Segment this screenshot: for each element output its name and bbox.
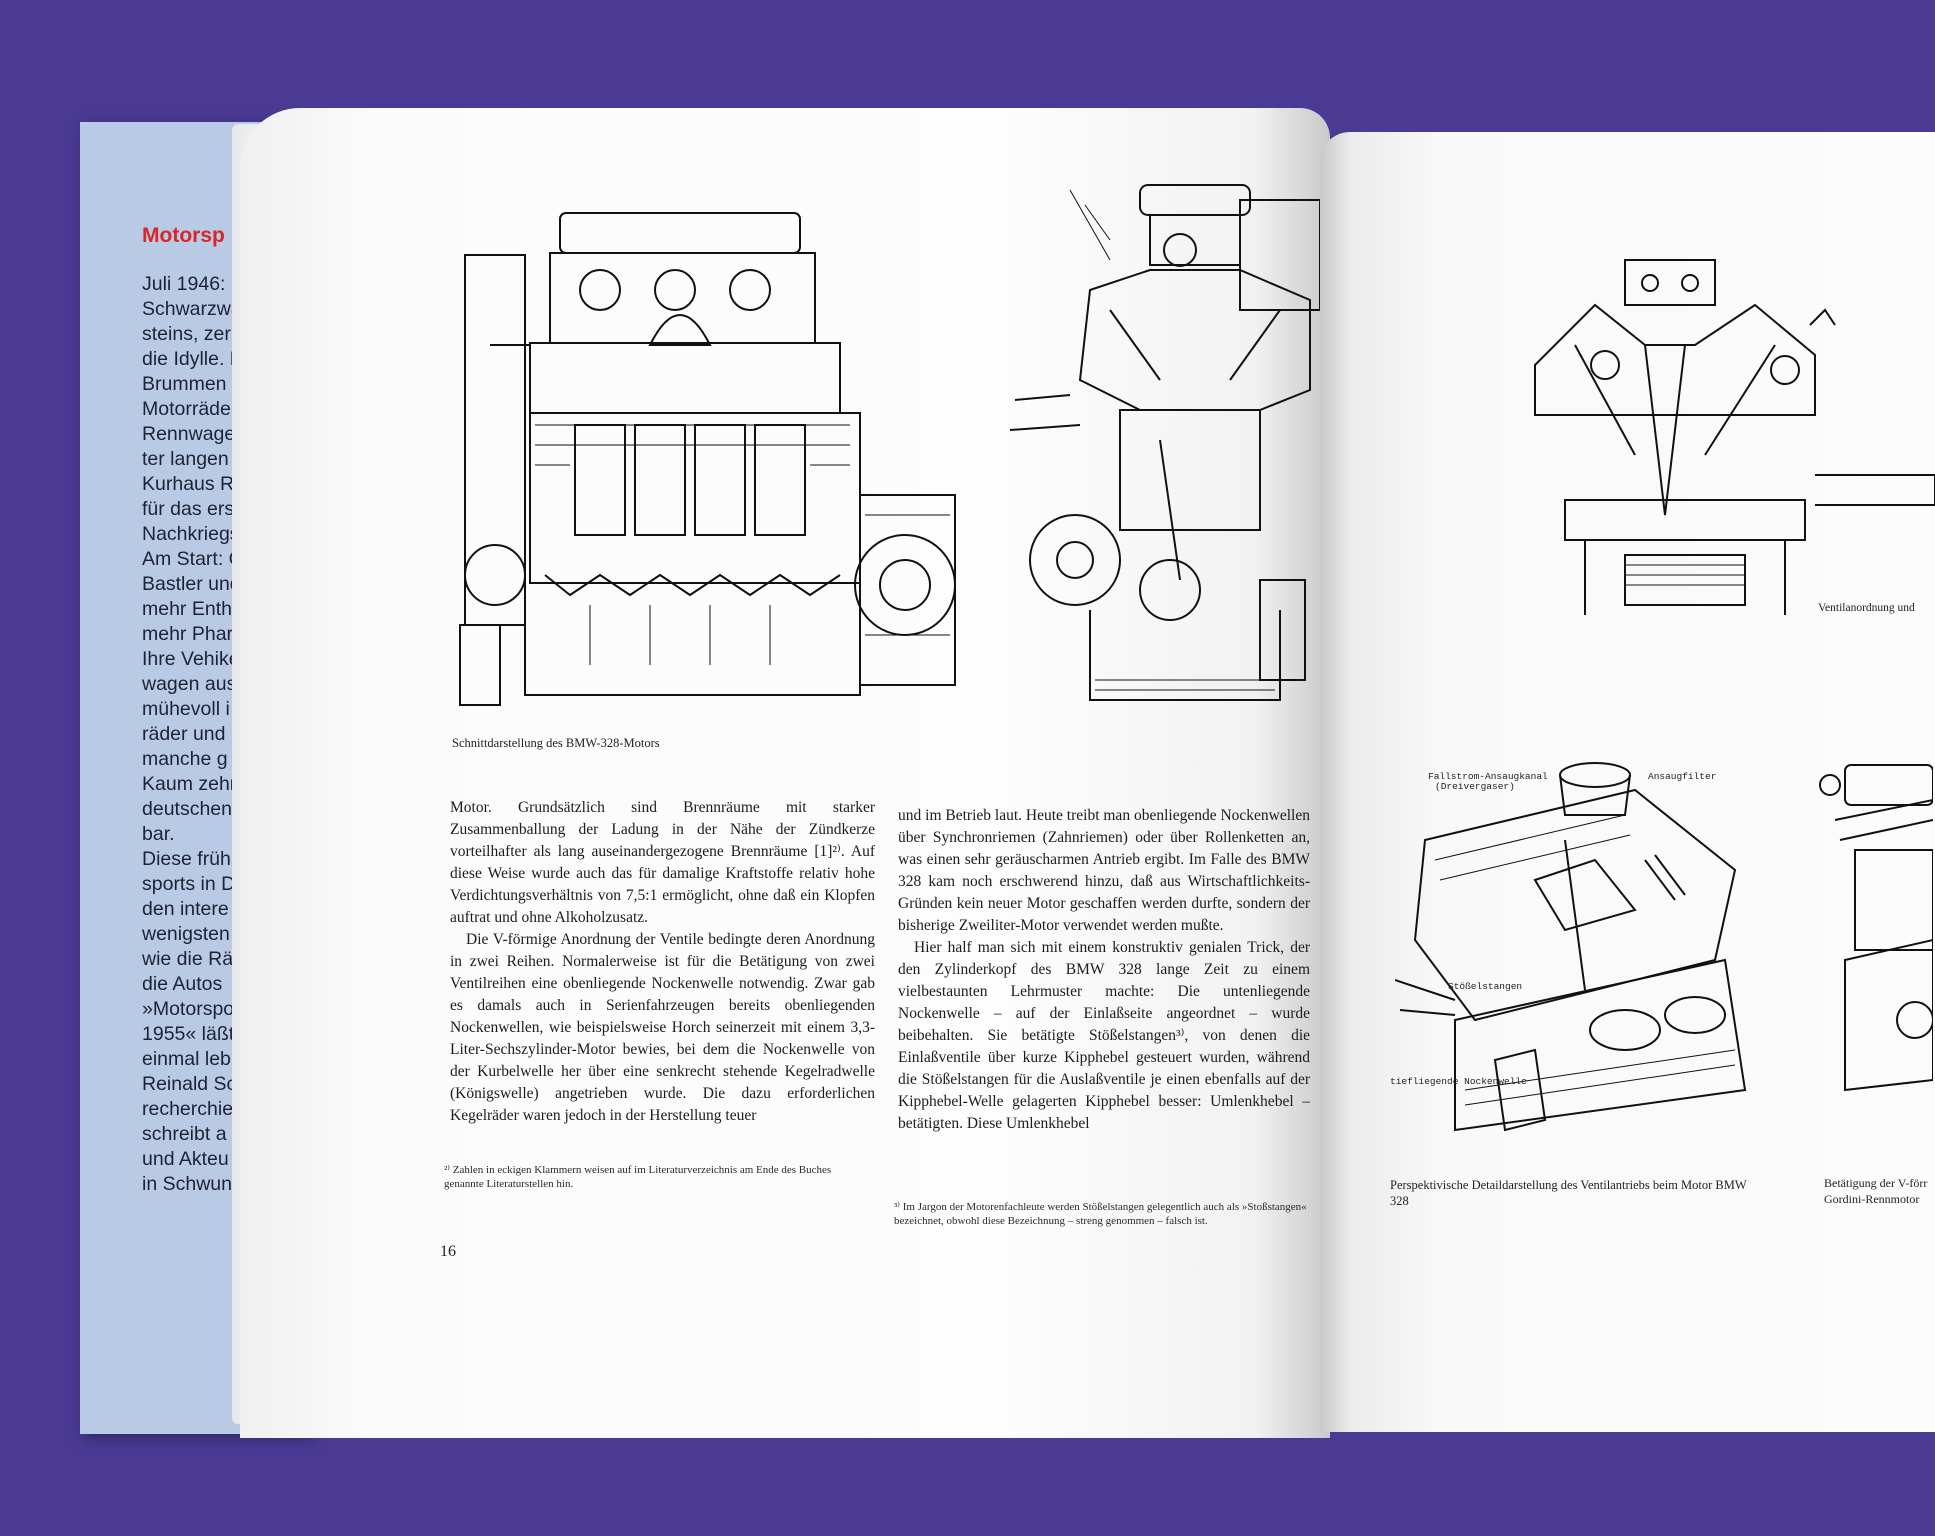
paragraph: Die V-förmige Anordnung der Ventile bedi… — [450, 931, 875, 1124]
background-book-line: Brummen l — [142, 373, 237, 395]
label-camshaft: tiefliegende Nockenwelle — [1390, 1076, 1527, 1087]
footnote-2: ²⁾ Zahlen in eckigen Klammern weisen auf… — [444, 1164, 832, 1190]
background-book-line: wagen aus — [142, 673, 237, 695]
background-book-line: Bastler und — [142, 573, 241, 595]
text-column-1: Motor. Grundsätzlich sind Brennräume mit… — [450, 797, 875, 1127]
background-book-line: einmal leb — [142, 1048, 231, 1070]
background-book-line: Motorräder — [142, 398, 238, 420]
background-book-line: ter langen — [142, 448, 229, 470]
background-book-line: Nachkriegs — [142, 523, 240, 545]
background-book-line: mühevoll i — [142, 698, 230, 720]
background-book-line: 1955« läßt — [142, 1023, 235, 1045]
background-book-line: Reinald Sc — [142, 1073, 237, 1095]
valve-drive-perspective-drawing — [1395, 762, 1747, 1132]
background-book-line: den intere — [142, 898, 229, 920]
valve-drive-caption: Perspektivische Detaildarstellung des Ve… — [1390, 1178, 1747, 1208]
background-book-line: Juli 1946: I — [142, 273, 237, 295]
label-intake-channel: Fallstrom-Ansaugkanal — [1428, 771, 1548, 782]
footnote-3: ³⁾ Im Jargon der Motorenfachleute werden… — [894, 1201, 1307, 1227]
background-book-line: Ihre Vehike — [142, 648, 240, 670]
background-book-line: manche g — [142, 748, 228, 770]
background-book-line: steins, zerr — [142, 323, 238, 345]
gordini-engine-partial-drawing — [1819, 764, 1933, 1092]
label-pushrods: Stößelstangen — [1448, 981, 1523, 992]
background-book-line: wenigsten — [142, 923, 230, 945]
engine-front-section-drawing — [1010, 184, 1321, 701]
gordini-caption-line: Betätigung der V-förr — [1824, 1176, 1928, 1190]
gordini-caption-line: Gordini-Rennmotor — [1824, 1192, 1920, 1206]
background-book-line: räder und — [142, 723, 226, 745]
text-column-2: und im Betrieb laut. Heute treibt man ob… — [898, 805, 1310, 1135]
figure-caption: Schnittdarstellung des BMW-328-Motors — [452, 736, 660, 750]
background-book-text: Juli 1946: I Schwarzwa steins, zerr die Idy… — [142, 272, 322, 1197]
label-intake-filter: Ansaugfilter — [1648, 771, 1717, 782]
background-book-line: deutschen — [142, 798, 232, 820]
background-book-line: Am Start: C — [142, 548, 243, 570]
background-book-line: für das ers — [142, 498, 235, 520]
gordini-caption: Betätigung der V-förr Gordini-Rennmotor — [1824, 1175, 1932, 1207]
right-page — [1320, 132, 1935, 1432]
background-book-line: Kaum zehn — [142, 773, 241, 795]
valve-arrangement-caption: Ventilanordnung und — [1818, 602, 1915, 614]
page-number: 16 — [440, 1243, 456, 1260]
background-book-line: Diese früh — [142, 848, 231, 870]
background-book-line: schreibt a — [142, 1123, 227, 1145]
background-book-line: Kurhaus R — [142, 473, 235, 495]
background-book-line: Rennwagen — [142, 423, 247, 445]
valve-arrangement-drawing — [1534, 259, 1935, 615]
background-book-line: recherchie — [142, 1098, 234, 1120]
background-book-line: in Schwun — [142, 1173, 232, 1195]
background-book-line: wie die Rä — [142, 948, 234, 970]
paragraph: Motor. Grundsätzlich sind Brennräume mit… — [450, 799, 875, 926]
background-book-line: die Idylle. M — [142, 348, 247, 370]
background-book-line: und Akteu — [142, 1148, 229, 1170]
label-carburetor: (Dreivergaser) — [1435, 781, 1515, 792]
background-book-line: mehr Enth — [142, 598, 232, 620]
paragraph: und im Betrieb laut. Heute treibt man ob… — [898, 807, 1310, 934]
background-book-heading: Motorsp — [142, 224, 225, 247]
background-book-line: Schwarzwa — [142, 298, 242, 320]
left-page — [240, 108, 1330, 1438]
background-book-line: die Autos — [142, 973, 223, 995]
paragraph: Hier half man sich mit einem konstruktiv… — [898, 939, 1310, 1132]
background-book-line: bar. — [142, 823, 175, 845]
background-book-line: sports in D — [142, 873, 236, 895]
engine-side-cutaway-drawing — [459, 212, 956, 706]
background-book-line: mehr Phar — [142, 623, 234, 645]
background-book-line: »Motorspo — [142, 998, 235, 1020]
